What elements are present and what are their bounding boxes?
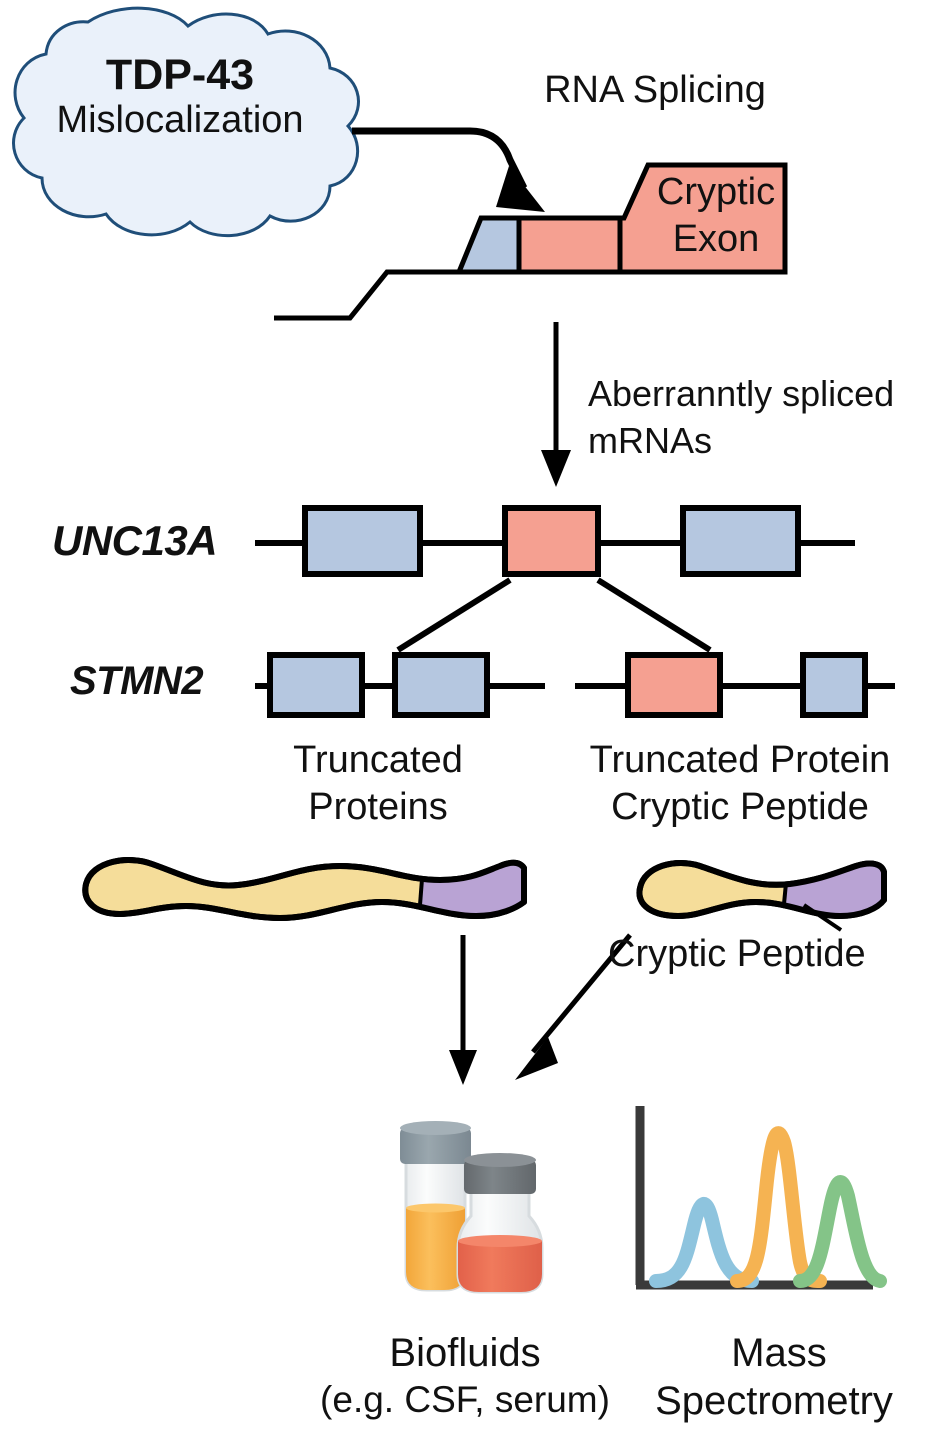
proteins-to-biofluids-arrows: [449, 933, 632, 1085]
mass-spectrometry-label-line2: Spectrometry: [655, 1379, 893, 1423]
isoform-branch-connectors: [396, 577, 712, 653]
tdp43-cloud: [12, 6, 360, 238]
chart-peaks: [649, 1126, 887, 1288]
truncated-protein-long: [82, 857, 527, 921]
chart-peak-2: [730, 1126, 827, 1288]
biofluids-label-line2: (e.g. CSF, serum): [320, 1379, 610, 1420]
mislocalization-to-splicing-arrow: [352, 127, 545, 212]
cryptic-peptide-callout-label: Cryptic Peptide: [608, 933, 866, 975]
stmn2-right-cryptic-exon: [625, 652, 723, 718]
truncated-protein-cryptic: [636, 860, 887, 932]
biofluids-label-line1: Biofluids: [389, 1331, 541, 1375]
mass-spectrometry-plot: [635, 1106, 887, 1290]
serum-bottle: [456, 1153, 544, 1294]
stmn2-right-exon-2: [800, 652, 868, 718]
mass-spectrometry-label-line1: Mass: [731, 1331, 827, 1375]
truncated-proteins-label-line1: Truncated: [293, 739, 463, 781]
cryptic-exon-label-line2: Exon: [672, 218, 760, 260]
gene-label-unc13a: UNC13A: [52, 517, 218, 564]
tdp43-label: TDP-43: [105, 51, 255, 99]
stmn2-left-isoform: [255, 652, 545, 718]
gene-label-stmn2: STMN2: [70, 659, 204, 703]
pre-mrna-cryptic-exon-schematic: [274, 162, 788, 321]
truncated-protein-cryptic-label-line2: Cryptic Peptide: [611, 786, 869, 828]
stmn2-right-isoform: [575, 652, 895, 718]
rna-splicing-heading: RNA Splicing: [544, 69, 766, 111]
aberrant-splicing-arrow: [541, 322, 571, 487]
cryptic-exon-label-line1: Cryptic: [656, 171, 776, 213]
truncated-protein-cryptic-label-line1: Truncated Protein: [589, 739, 891, 781]
mislocalization-label: Mislocalization: [56, 99, 304, 141]
chart-peak-3: [793, 1175, 887, 1288]
biofluid-vials: [400, 1121, 544, 1294]
aberrant-splicing-label-line2: mRNAs: [588, 420, 712, 461]
stmn2-left-exon-1: [267, 652, 365, 718]
aberrant-splicing-label-line1: Aberranntly spliced: [588, 373, 895, 414]
unc13a-exon-1: [302, 505, 423, 577]
unc13a-exon-3: [680, 505, 801, 577]
unc13a-cryptic-exon: [502, 505, 601, 577]
truncated-proteins-label-line2: Proteins: [308, 786, 448, 828]
chart-peak-1: [649, 1197, 759, 1288]
unc13a-transcript: [255, 505, 855, 577]
stmn2-left-exon-2: [392, 652, 490, 718]
